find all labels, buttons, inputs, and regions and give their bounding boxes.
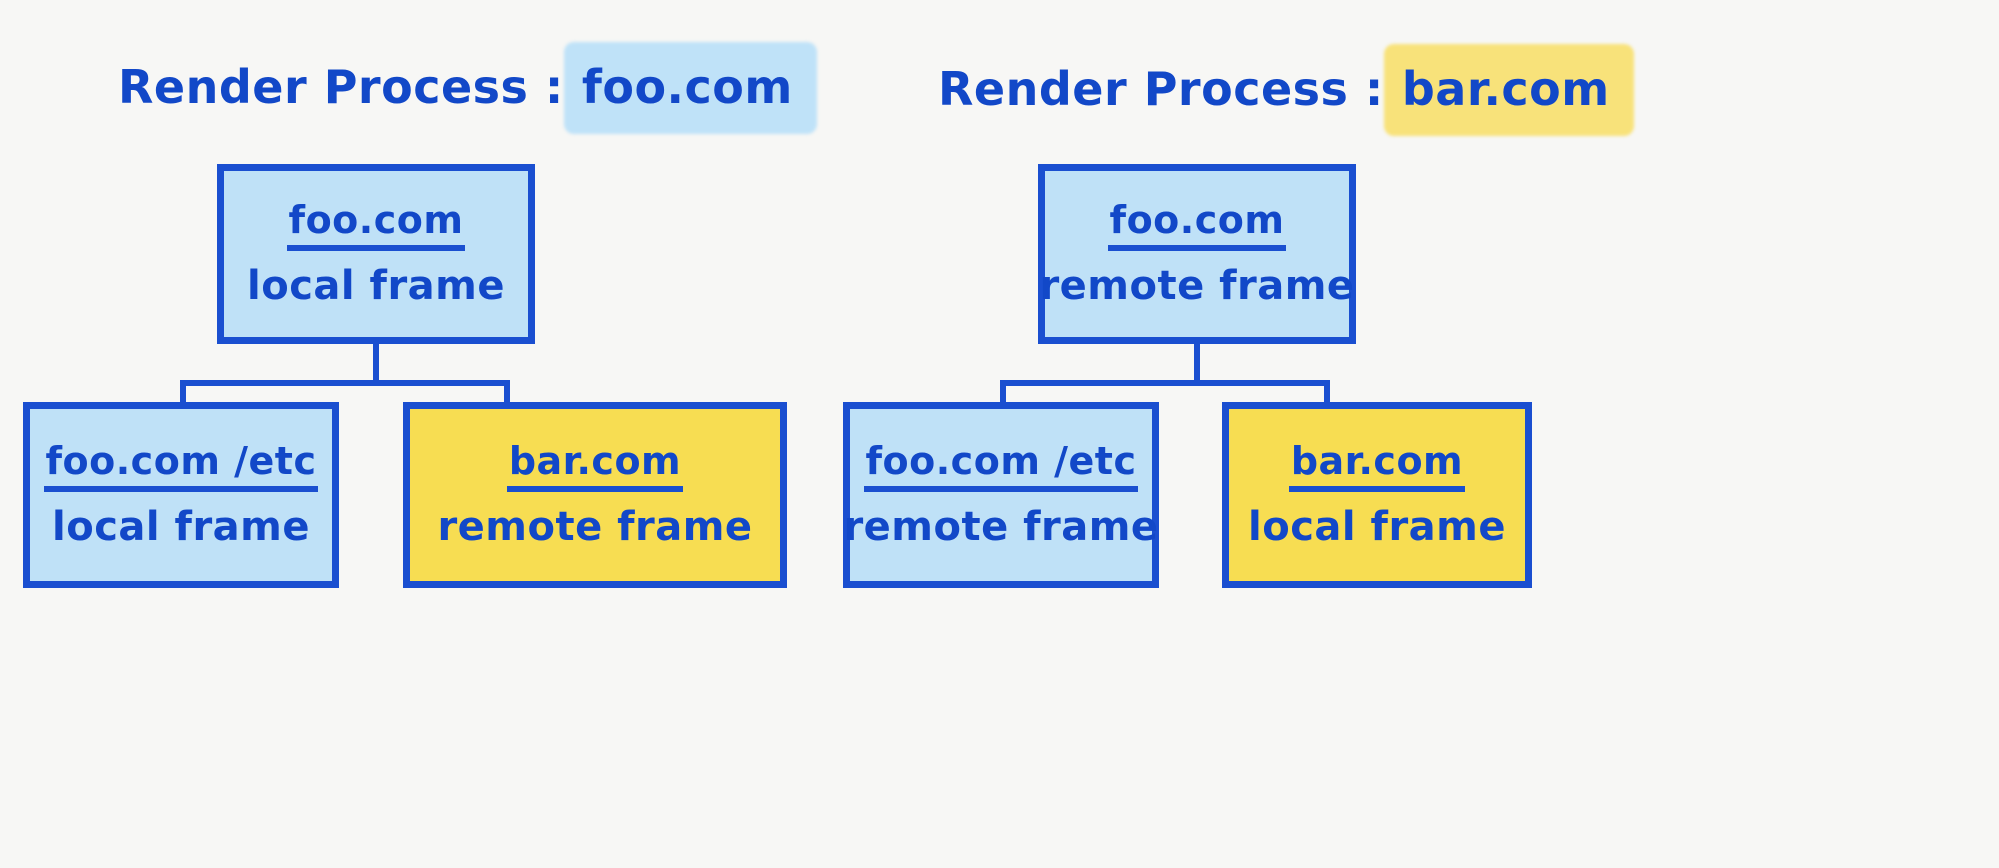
frame-url: foo.com /etc bbox=[863, 441, 1139, 493]
connector-drop-child1-right bbox=[1000, 380, 1006, 408]
frame-kind: remote frame bbox=[1039, 263, 1355, 310]
connector-horizontal-bar-right bbox=[1000, 380, 1330, 386]
frame-url: foo.com bbox=[286, 200, 466, 252]
connector-root-stem-right bbox=[1194, 344, 1200, 384]
connector-drop-child1-left bbox=[180, 380, 186, 408]
frame-kind: local frame bbox=[247, 263, 505, 310]
frame-node-left-root: foo.com local frame bbox=[217, 164, 535, 344]
process-title-prefix: Render Process : bbox=[118, 60, 564, 114]
frame-url: foo.com /etc bbox=[43, 441, 319, 493]
connector-drop-child2-left bbox=[504, 380, 510, 408]
process-title-bar: Render Process : bar.com bbox=[938, 58, 1622, 128]
frame-url: bar.com bbox=[506, 441, 684, 493]
connector-horizontal-bar-left bbox=[180, 380, 510, 386]
connector-root-stem-left bbox=[373, 344, 379, 384]
process-title-foo: Render Process : foo.com bbox=[118, 56, 805, 126]
frame-node-right-root: foo.com remote frame bbox=[1038, 164, 1356, 344]
frame-kind: remote frame bbox=[437, 504, 753, 551]
frame-kind: local frame bbox=[1248, 504, 1506, 551]
process-title-domain: foo.com bbox=[569, 56, 805, 126]
frame-node-left-child-2: bar.com remote frame bbox=[403, 402, 787, 588]
process-title-domain: bar.com bbox=[1389, 58, 1622, 128]
frame-url: foo.com bbox=[1107, 200, 1287, 252]
frame-node-left-child-1: foo.com /etc local frame bbox=[23, 402, 339, 588]
frame-kind: remote frame bbox=[843, 504, 1159, 551]
frame-url: bar.com bbox=[1288, 441, 1466, 493]
connector-drop-child2-right bbox=[1324, 380, 1330, 408]
frame-kind: local frame bbox=[52, 504, 310, 551]
frame-node-right-child-2: bar.com local frame bbox=[1222, 402, 1532, 588]
frame-node-right-child-1: foo.com /etc remote frame bbox=[843, 402, 1159, 588]
process-title-prefix: Render Process : bbox=[938, 62, 1384, 116]
